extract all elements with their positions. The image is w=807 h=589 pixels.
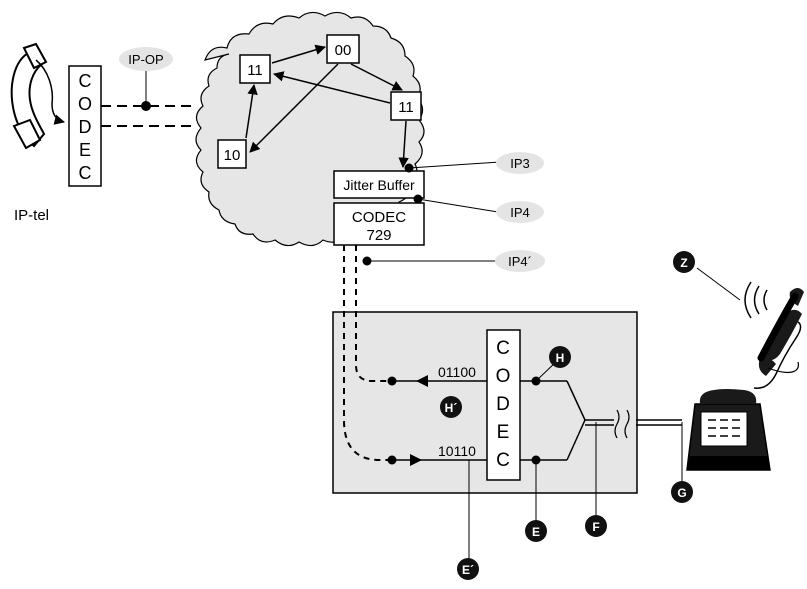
badge-e: E: [525, 520, 547, 542]
ip-tel-codec-letter: C: [79, 163, 92, 183]
svg-text:11: 11: [398, 99, 414, 116]
codec-729-line2: 729: [366, 227, 391, 244]
ip3-label: IP3: [510, 156, 530, 171]
badge-g: G: [671, 481, 693, 503]
ip-tel-codec-letter: D: [79, 117, 92, 137]
ip4-tag: IP4: [414, 195, 545, 224]
gateway-codec-box: C O D E C: [487, 330, 520, 480]
codec-729-box: CODEC 729: [334, 203, 424, 245]
network-node: 00: [327, 35, 359, 63]
sound-waves-icon: [745, 282, 767, 318]
gateway-codec-letter: E: [497, 422, 510, 443]
network-node: 11: [240, 55, 270, 83]
bits-in: 10110: [438, 443, 476, 459]
gateway-codec-letter: C: [496, 450, 510, 471]
badge-f: F: [585, 515, 607, 537]
badge-e-prime: E´: [457, 558, 479, 580]
codec-729-line1: CODEC: [352, 209, 406, 226]
jitter-buffer-box: Jitter Buffer: [334, 171, 424, 198]
svg-text:G: G: [677, 486, 686, 500]
ip-tel-codec-box: C O D E C: [69, 66, 101, 186]
analog-telephone-icon: [687, 288, 804, 470]
ip-tel-label: IP-tel: [14, 207, 49, 224]
network-node: 10: [218, 140, 246, 168]
svg-text:E: E: [532, 525, 540, 539]
ip-op-tag: IP-OP: [119, 47, 173, 111]
bits-out: 01100: [438, 364, 476, 380]
svg-text:H´: H´: [445, 401, 458, 415]
network-node: 11: [391, 92, 421, 120]
svg-text:00: 00: [335, 42, 352, 59]
badge-z: Z: [673, 251, 695, 273]
ip3-tag: IP3: [405, 152, 545, 174]
svg-text:E´: E´: [462, 563, 474, 577]
gateway-codec-letter: D: [496, 394, 510, 415]
ip-tel-codec-letter: O: [78, 94, 92, 114]
gateway-codec-letter: C: [496, 338, 510, 359]
svg-text:Z: Z: [680, 256, 687, 270]
ip4-prime-label: IP4´: [508, 254, 532, 269]
svg-text:10: 10: [224, 147, 241, 164]
ip4-prime-tag: IP4´: [363, 250, 546, 272]
ip-op-label: IP-OP: [128, 52, 163, 67]
ip-tel-codec-letter: E: [79, 140, 91, 160]
badge-h: H: [549, 346, 571, 368]
gateway-box: [333, 312, 637, 493]
gateway-codec-letter: O: [496, 366, 511, 387]
ip-phone-handset-icon: [12, 44, 64, 148]
jitter-buffer-label: Jitter Buffer: [343, 177, 415, 193]
svg-text:11: 11: [247, 62, 263, 79]
ip-tel-codec-letter: C: [79, 71, 92, 91]
svg-text:H: H: [556, 351, 565, 365]
badge-h-prime: H´: [440, 396, 462, 418]
svg-text:F: F: [592, 520, 599, 534]
ip4-label: IP4: [510, 205, 530, 220]
